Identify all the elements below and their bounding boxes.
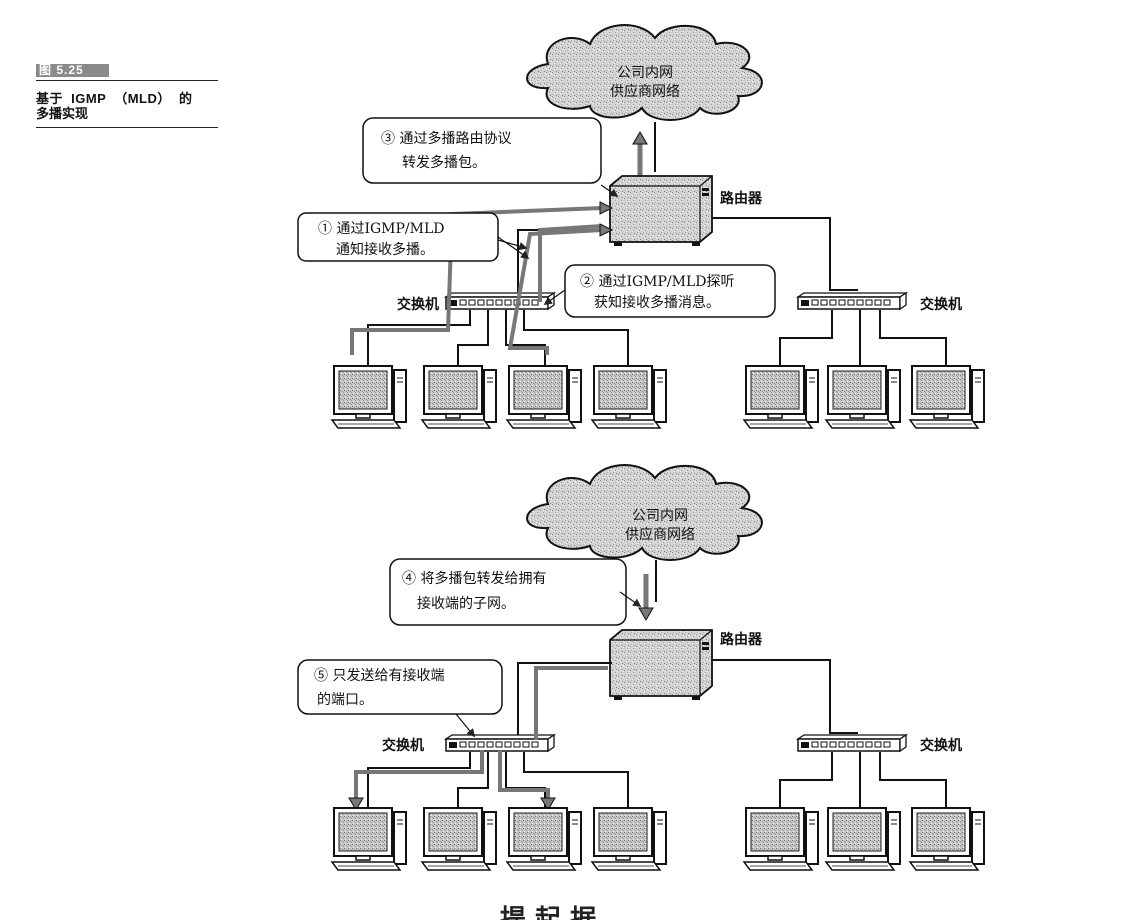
bottom-callout-5-pointer	[455, 713, 476, 738]
top-pc-5	[743, 365, 819, 429]
top-callout-3-line-2: 转发多播包。	[402, 154, 486, 171]
bottom-callout-4-line-1: ④ 将多播包转发给拥有	[402, 570, 546, 587]
top-left-switch-label: 交换机	[397, 296, 439, 313]
bottom-callout-4-line-2: 接收端的子网。	[417, 595, 515, 612]
bottom-callout-5-line-1: ⑤ 只发送给有接收端	[314, 667, 444, 684]
bottom-callout-4-pointer	[619, 591, 642, 607]
top-pc-1	[331, 365, 407, 429]
bottom-router-to-right-switch	[712, 659, 858, 734]
bottom-delivery-arrowhead-1	[348, 797, 364, 811]
top-igmp-report-paths	[350, 206, 603, 355]
top-callout-3-line-1: ③ 通过多播路由协议	[381, 130, 511, 147]
bottom-pc-2	[421, 807, 497, 871]
caption-bottom-rule	[36, 127, 218, 128]
bottom-pc-7	[909, 807, 985, 871]
bottom-pc-4	[591, 807, 667, 871]
bottom-callout-4-box	[389, 558, 627, 626]
bottom-pc-5	[743, 807, 819, 871]
bottom-router-to-left-switch	[517, 662, 612, 738]
top-left-cables	[367, 310, 629, 366]
top-callout-2-box	[564, 264, 776, 318]
bottom-callout-5-line-2: 的端口。	[317, 692, 373, 708]
top-igmp-arrowhead-2	[599, 223, 614, 237]
top-router	[609, 175, 713, 247]
bottom-pc-3	[506, 807, 582, 871]
bottom-cloud-line-2: 供应商网络	[625, 526, 695, 543]
top-pc-2	[421, 365, 497, 429]
top-callout-1-pointer-a	[497, 236, 530, 259]
bottom-diagram: 公司内网 供应商网络 路由器 交换机 交换机	[297, 464, 985, 871]
top-pc-7	[909, 365, 985, 429]
top-callout-1-line-1: ① 通过IGMP/MLD	[318, 221, 445, 237]
bottom-downstream-arrowhead	[638, 607, 654, 621]
bottom-pc-6	[825, 807, 901, 871]
figure-caption: 基于 IGMP （MLD） 的 多播实现	[36, 91, 218, 121]
caption-line-1: 基于 IGMP （MLD） 的	[36, 91, 193, 106]
top-callout-2-pointer	[543, 289, 566, 305]
top-left-switch	[445, 292, 555, 310]
bottom-left-switch-label: 交换机	[382, 737, 424, 754]
top-pc-3	[506, 365, 582, 429]
top-callout-3-box	[362, 117, 602, 184]
bottom-right-switch	[797, 734, 907, 752]
top-cloud-line-1: 公司内网	[617, 65, 673, 81]
footer-text-clipped: 提 起 据	[500, 905, 596, 920]
top-igmp-arrowhead-1	[599, 201, 614, 215]
top-router-to-right-switch	[712, 217, 858, 291]
bottom-cloud-line-1: 公司内网	[632, 508, 688, 524]
top-upstream-arrowhead	[632, 131, 648, 145]
top-cloud-shape	[526, 24, 763, 121]
top-pc-6	[825, 365, 901, 429]
caption-line-2: 多播实现	[36, 106, 89, 121]
top-cloud-line-2: 供应商网络	[610, 83, 680, 100]
top-callout-2-line-2: 获知接收多播消息。	[594, 294, 720, 311]
top-diagram: 公司内网 供应商网络 路由器 交换机 交换机	[297, 24, 985, 429]
bottom-multicast-delivery-paths	[354, 666, 608, 800]
bottom-pc-1	[331, 807, 407, 871]
bottom-callout-5-box	[297, 659, 503, 715]
bottom-right-switch-label: 交换机	[920, 737, 962, 754]
bottom-router-label: 路由器	[720, 631, 763, 648]
top-router-label: 路由器	[720, 190, 763, 207]
top-right-switch	[797, 292, 907, 310]
bottom-router	[609, 629, 713, 701]
top-callout-3-pointer	[600, 184, 619, 197]
top-pc-4	[591, 365, 667, 429]
bottom-delivery-arrowhead-2	[540, 797, 556, 811]
top-right-switch-label: 交换机	[920, 296, 962, 313]
top-callout-1-line-2: 通知接收多播。	[336, 241, 434, 258]
top-right-cables	[779, 310, 947, 366]
top-callout-2-line-1: ② 通过IGMP/MLD探听	[580, 274, 735, 290]
bottom-right-cables	[779, 752, 947, 808]
figure-number-tag: 图 5.25	[36, 64, 109, 77]
bottom-cloud-shape	[526, 464, 763, 561]
caption-top-rule	[36, 80, 218, 81]
top-callout-1-pointer-b	[497, 239, 528, 251]
